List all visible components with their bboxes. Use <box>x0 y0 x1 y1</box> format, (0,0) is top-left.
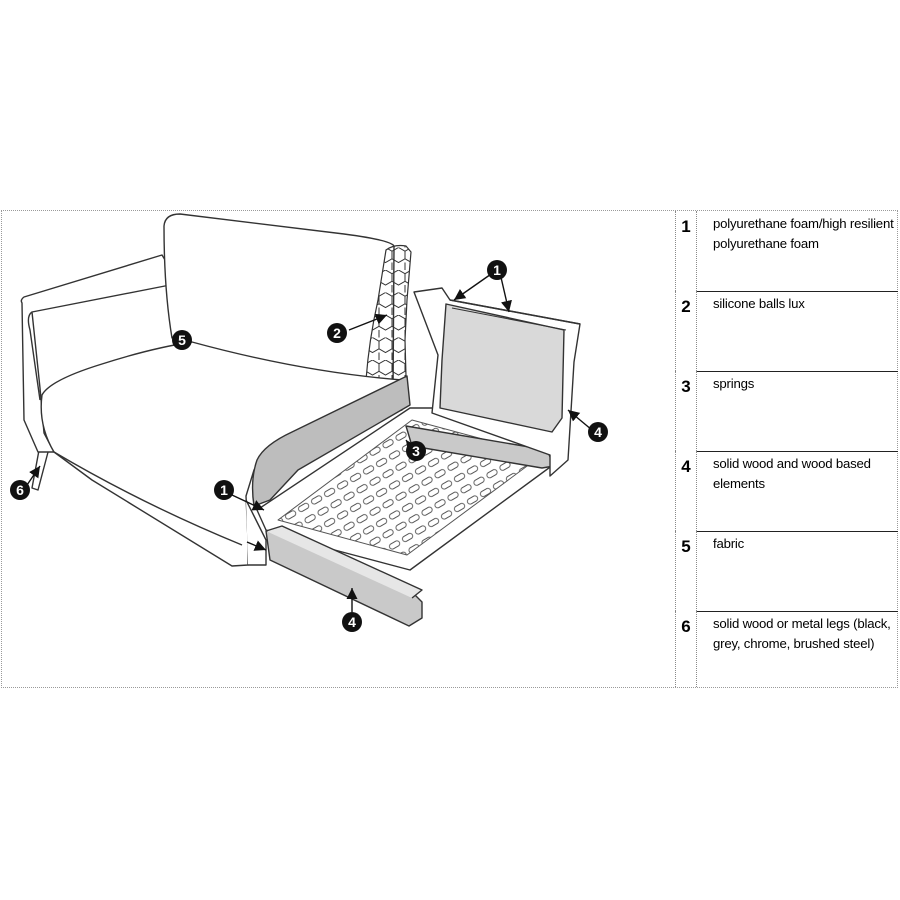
callout-6: 6 <box>10 480 30 500</box>
foam-panel-inner <box>251 375 411 507</box>
legend-text: springs <box>713 376 755 391</box>
legend-number: 2 <box>675 291 697 371</box>
legend-text: silicone balls lux <box>713 296 805 311</box>
legend-row-1: 1 polyurethane foam/high resilient polyu… <box>675 211 898 291</box>
legend-row-3: 3 springs <box>675 371 898 451</box>
legend-text: polyurethane foam/high resilient polyure… <box>713 216 894 251</box>
legend-number: 5 <box>675 531 697 611</box>
callout-4-right: 4 <box>588 422 608 442</box>
legend-number: 4 <box>675 451 697 531</box>
svg-text:3: 3 <box>412 443 420 459</box>
callout-1-top: 1 <box>487 260 507 280</box>
legend-row-5: 5 fabric <box>675 531 898 611</box>
legend-number: 6 <box>675 611 697 687</box>
legend-number: 3 <box>675 371 697 451</box>
callout-1-left: 1 <box>214 480 234 500</box>
legend-table: 1 polyurethane foam/high resilient polyu… <box>675 211 898 687</box>
svg-text:1: 1 <box>493 262 501 278</box>
legend-row-2: 2 silicone balls lux <box>675 291 898 371</box>
svg-text:4: 4 <box>594 424 602 440</box>
legend-text: solid wood and wood based elements <box>713 456 871 491</box>
callout-4-front: 4 <box>342 612 362 632</box>
legend-text: solid wood or metal legs (black, grey, c… <box>713 616 891 651</box>
callout-5: 5 <box>172 330 192 350</box>
svg-text:2: 2 <box>333 325 341 341</box>
svg-text:1: 1 <box>220 482 228 498</box>
svg-text:5: 5 <box>178 332 186 348</box>
svg-text:6: 6 <box>16 482 24 498</box>
diagram-frame <box>1 210 898 688</box>
legend-number: 1 <box>675 211 697 291</box>
svg-text:4: 4 <box>348 614 356 630</box>
callout-2: 2 <box>327 323 347 343</box>
sofa-exploded-drawing: 1 1 2 3 4 4 5 6 <box>10 213 608 632</box>
legend-row-6: 6 solid wood or metal legs (black, grey,… <box>675 611 898 687</box>
legend-text: fabric <box>713 536 745 551</box>
legend-row-4: 4 solid wood and wood based elements <box>675 451 898 531</box>
callout-3: 3 <box>406 441 426 461</box>
